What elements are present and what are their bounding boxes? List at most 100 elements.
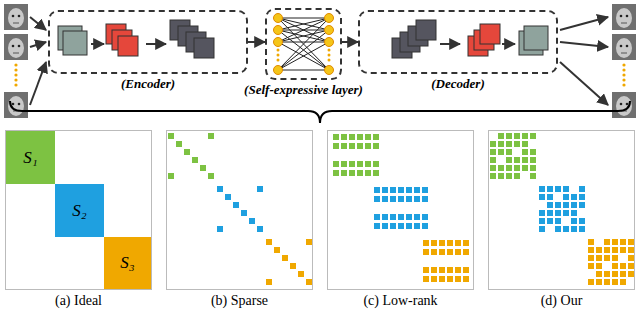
matrix-entry: [555, 226, 561, 232]
matrix-entry: [349, 170, 355, 176]
matrix-entry: [390, 223, 396, 229]
face-skin: [8, 8, 24, 28]
matrix-entry: [414, 223, 420, 229]
face-frame: [612, 4, 636, 30]
matrix-entry: [571, 202, 577, 208]
matrix-entry: [463, 249, 469, 255]
arrow: [560, 42, 608, 47]
matrix-entry: [563, 186, 569, 192]
face-eye: [18, 45, 21, 48]
matrix-entry: [579, 186, 585, 192]
face-frame: [4, 92, 28, 118]
matrix-entry: [374, 223, 380, 229]
encoder-box: (Encoder): [48, 10, 248, 74]
matrix-entry: [266, 239, 272, 245]
matrix-entry: [506, 173, 512, 179]
connection: [278, 18, 329, 30]
face-eye: [626, 45, 629, 48]
matrix-entry: [439, 276, 445, 282]
matrix-entry: [514, 133, 520, 139]
matrix-entry: [547, 210, 553, 216]
matrix-entry: [588, 279, 594, 285]
conv-block: [63, 31, 87, 55]
matrix-entry: [333, 161, 339, 167]
matrix-entry: [423, 267, 429, 273]
ellipsis-dot: [14, 63, 17, 66]
matrix-entry: [341, 161, 347, 167]
matrix-entry: [455, 240, 461, 246]
matrix-entry: [588, 247, 594, 253]
matrix-entry: [539, 218, 545, 224]
matrix-entry: [539, 194, 545, 200]
matrix-entry: [414, 187, 420, 193]
matrix-entry: [406, 214, 412, 220]
matrix-entry: [555, 186, 561, 192]
connection: [278, 18, 329, 19]
matrix-entry: [406, 196, 412, 202]
matrix-entry: [571, 210, 577, 216]
caption-label: (c) Low-rank: [363, 293, 437, 309]
matrix-entry: [282, 255, 288, 261]
connection: [278, 30, 329, 70]
ellipsis-dot: [277, 49, 280, 52]
neuron: [325, 14, 334, 23]
matrix-entry: [490, 157, 496, 163]
matrix-entry: [365, 161, 371, 167]
matrix-entry: [514, 157, 520, 163]
arrow: [146, 43, 166, 45]
matrix-entry: [596, 271, 602, 277]
matrix-entry: [217, 186, 223, 192]
matrix-entry: [498, 173, 504, 179]
face-frame: [4, 34, 28, 60]
matrix-entry: [522, 133, 528, 139]
block-label: S₁: [23, 148, 37, 168]
matrix-entry: [620, 239, 626, 245]
matrix-entry: [414, 214, 420, 220]
deconv-block: [480, 24, 500, 44]
matrix-entry: [490, 141, 496, 147]
matrix-entry: [373, 134, 379, 140]
face-mouth: [13, 53, 19, 54]
curly-brace: [10, 101, 630, 123]
matrix-entry: [455, 276, 461, 282]
matrix-entry: [620, 271, 626, 277]
matrix-entry: [274, 247, 280, 253]
connection: [278, 42, 329, 70]
matrix-entry: [365, 143, 371, 149]
matrix-entry: [373, 170, 379, 176]
matrix-entry: [604, 247, 610, 253]
matrix-entry: [423, 240, 429, 246]
matrix-entry: [506, 133, 512, 139]
matrix-entry: [514, 173, 520, 179]
matrix-entry: [357, 170, 363, 176]
matrix-entry: [390, 187, 396, 193]
connection: [278, 18, 329, 70]
matrix-entry: [506, 157, 512, 163]
arrow: [30, 17, 46, 30]
connection: [278, 18, 329, 42]
face-eye: [626, 15, 629, 18]
neuron: [325, 66, 334, 75]
face-eye: [620, 45, 623, 48]
face-eye: [620, 103, 623, 106]
face-skin: [616, 38, 632, 58]
matrix-entry: [563, 194, 569, 200]
conv-block: [194, 38, 214, 58]
matrix-panel: (d) Our: [488, 130, 635, 290]
connection: [278, 70, 329, 71]
matrix-entry: [628, 239, 634, 245]
face-eye: [626, 103, 629, 106]
face-eye: [12, 15, 15, 18]
matrix-entry: [571, 194, 577, 200]
matrix-entry: [422, 214, 428, 220]
arrow: [440, 43, 460, 45]
matrix-entry: [612, 247, 618, 253]
face-mouth: [13, 23, 19, 24]
neuron: [274, 66, 283, 75]
matrix-entry: [168, 133, 174, 139]
face-frame: [612, 34, 636, 60]
neuron: [325, 38, 334, 47]
face-eye: [620, 15, 623, 18]
matrix-entry: [522, 165, 528, 171]
ellipsis-dot: [622, 78, 625, 81]
